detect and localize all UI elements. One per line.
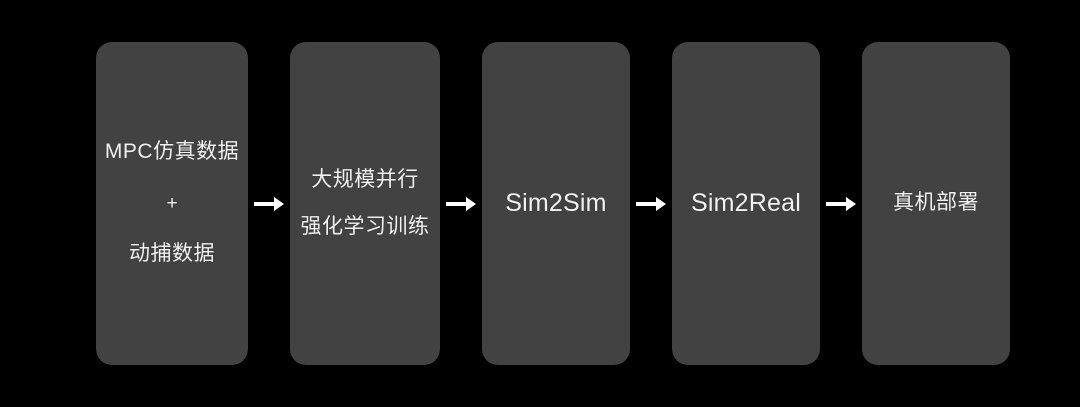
arrow-shaft bbox=[254, 201, 276, 206]
flow-node-1-plus-separator: + bbox=[166, 192, 178, 214]
flow-node-real-robot-deployment[interactable]: 真机部署 bbox=[862, 42, 1010, 365]
arrow-head bbox=[846, 196, 856, 211]
flow-node-sim2real[interactable]: Sim2Real bbox=[672, 42, 820, 365]
flow-node-3-label: Sim2Sim bbox=[505, 188, 607, 217]
arrow-head bbox=[466, 196, 476, 211]
flow-node-2-line-1: 大规模并行 bbox=[311, 168, 419, 192]
right-arrow-icon bbox=[446, 196, 476, 211]
flow-node-4-label: Sim2Real bbox=[691, 188, 801, 217]
arrow-head bbox=[274, 196, 284, 211]
right-arrow-icon bbox=[826, 196, 856, 211]
connector-arrow-3 bbox=[630, 42, 672, 365]
flow-node-5-label: 真机部署 bbox=[893, 191, 979, 215]
arrow-shaft bbox=[446, 201, 468, 206]
flow-node-large-scale-parallel-rl[interactable]: 大规模并行 强化学习训练 bbox=[290, 42, 440, 365]
connector-arrow-2 bbox=[440, 42, 482, 365]
arrow-shaft bbox=[826, 201, 848, 206]
flow-node-sim2sim[interactable]: Sim2Sim bbox=[482, 42, 630, 365]
right-arrow-icon bbox=[254, 196, 284, 211]
arrow-shaft bbox=[636, 201, 658, 206]
flow-node-1-line-3: 动捕数据 bbox=[129, 242, 215, 266]
right-arrow-icon bbox=[636, 196, 666, 211]
flow-node-1-line-1: MPC仿真数据 bbox=[104, 140, 240, 164]
arrow-head bbox=[656, 196, 666, 211]
connector-arrow-4 bbox=[820, 42, 862, 365]
flow-node-2-line-2: 强化学习训练 bbox=[300, 214, 430, 238]
connector-arrow-1 bbox=[248, 42, 290, 365]
flow-node-mpc-sim-data[interactable]: MPC仿真数据 + 动捕数据 bbox=[96, 42, 248, 365]
